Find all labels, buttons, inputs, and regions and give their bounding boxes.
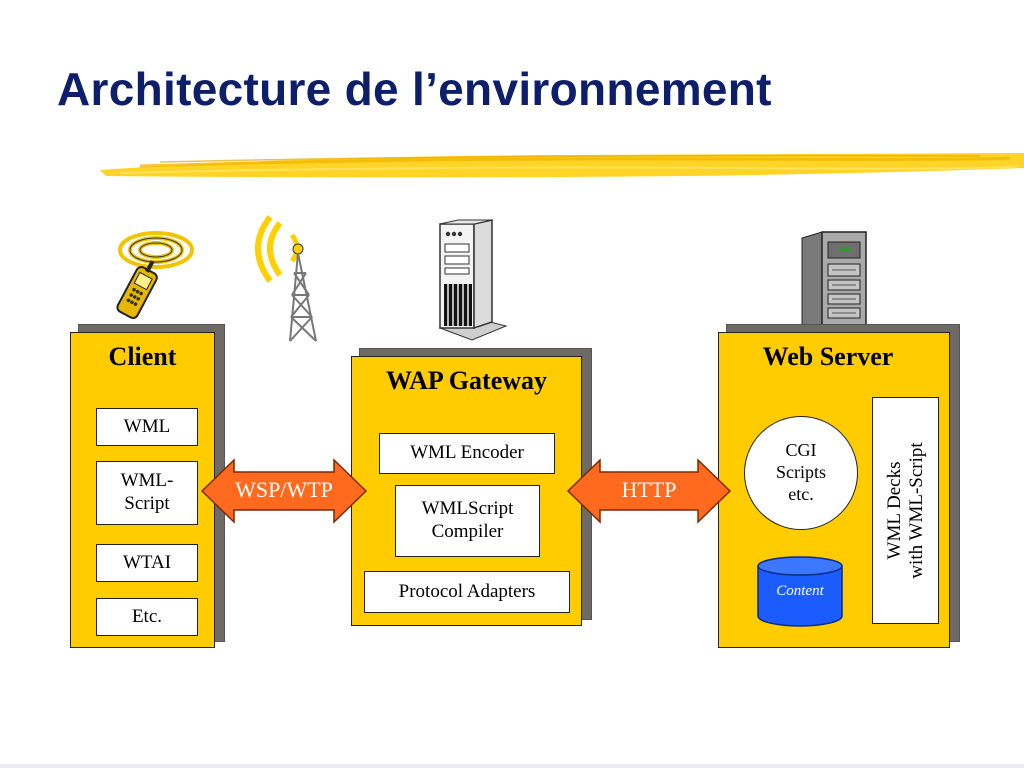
gateway-title: WAP Gateway: [385, 366, 548, 395]
gateway-server-icon: [438, 219, 508, 341]
client-item-wml: WML: [96, 408, 198, 446]
database-icon: [757, 556, 843, 627]
client-title: Client: [108, 342, 177, 371]
content-label: Content: [776, 583, 824, 599]
wsp-wtp-double-arrow: [200, 458, 368, 524]
client-item-wtai: WTAI: [96, 544, 198, 582]
http-label: HTTP: [621, 477, 677, 502]
slide-bottom-rule: [0, 764, 1024, 768]
gateway-protocol-adapters: Protocol Adapters: [364, 571, 570, 613]
wsp-wtp-label: WSP/WTP: [235, 477, 333, 502]
http-double-arrow: [566, 458, 732, 524]
cgi-scripts-circle: CGI Scripts etc.: [744, 416, 858, 530]
title-underline-brush: [100, 153, 1024, 178]
webserver-title: Web Server: [762, 342, 894, 371]
radio-tower-icon: [255, 215, 317, 342]
gateway-wml-encoder: WML Encoder: [379, 433, 555, 474]
slide-title: Architecture de l’environnement: [57, 63, 772, 115]
mobile-phone-icon: [116, 231, 194, 320]
web-server-icon: [801, 231, 867, 334]
client-item-wmlscript: WML- Script: [96, 461, 198, 525]
wml-decks-box: WML Decks with WML-Script: [872, 397, 939, 624]
wml-decks-label: WML Decks with WML-Script: [883, 442, 927, 579]
client-item-etc: Etc.: [96, 598, 198, 636]
gateway-wmlscript-compiler: WMLScript Compiler: [395, 485, 540, 557]
